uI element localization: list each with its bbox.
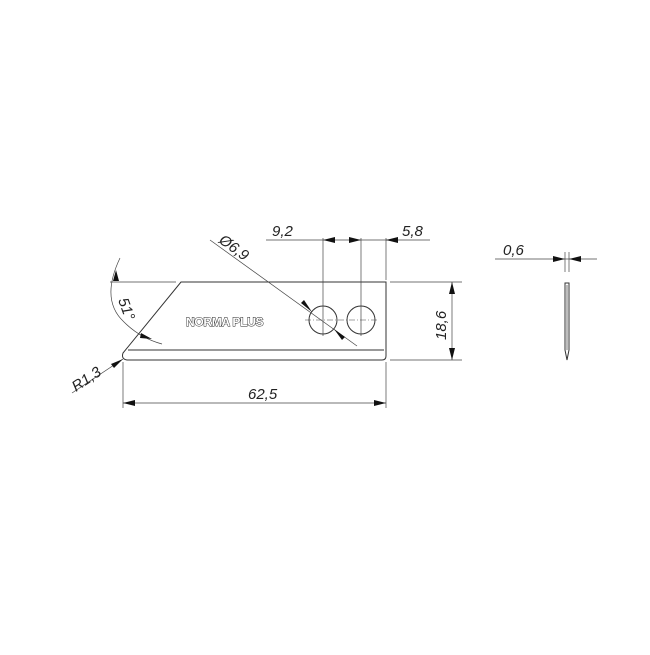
dim-hole-spacing: 9,2 (272, 223, 294, 240)
mounting-holes (305, 238, 387, 336)
dim-angle: 51° (114, 296, 138, 323)
blade-side-view: 0,6 (495, 242, 597, 361)
angle-dimension: 51° (110, 257, 176, 345)
dim-length: 62,5 (248, 386, 278, 403)
dim-hole-edge-offset: 5,8 (402, 223, 424, 240)
logo-norma-plus: NORMA PLUS (186, 315, 264, 329)
height-dimension: 18,6 (390, 281, 462, 361)
dim-thickness: 0,6 (503, 242, 525, 259)
dim-height: 18,6 (433, 310, 450, 340)
dim-hole-diameter: Ø6,9 (215, 231, 253, 265)
dim-radius: R1,3 (69, 363, 105, 395)
radius-dimension: R1,3 (69, 358, 124, 395)
hole-spacing-dimension: 9,2 5,8 (266, 223, 430, 243)
blade-outline (122, 281, 387, 361)
length-dimension: 62,5 (122, 362, 387, 408)
